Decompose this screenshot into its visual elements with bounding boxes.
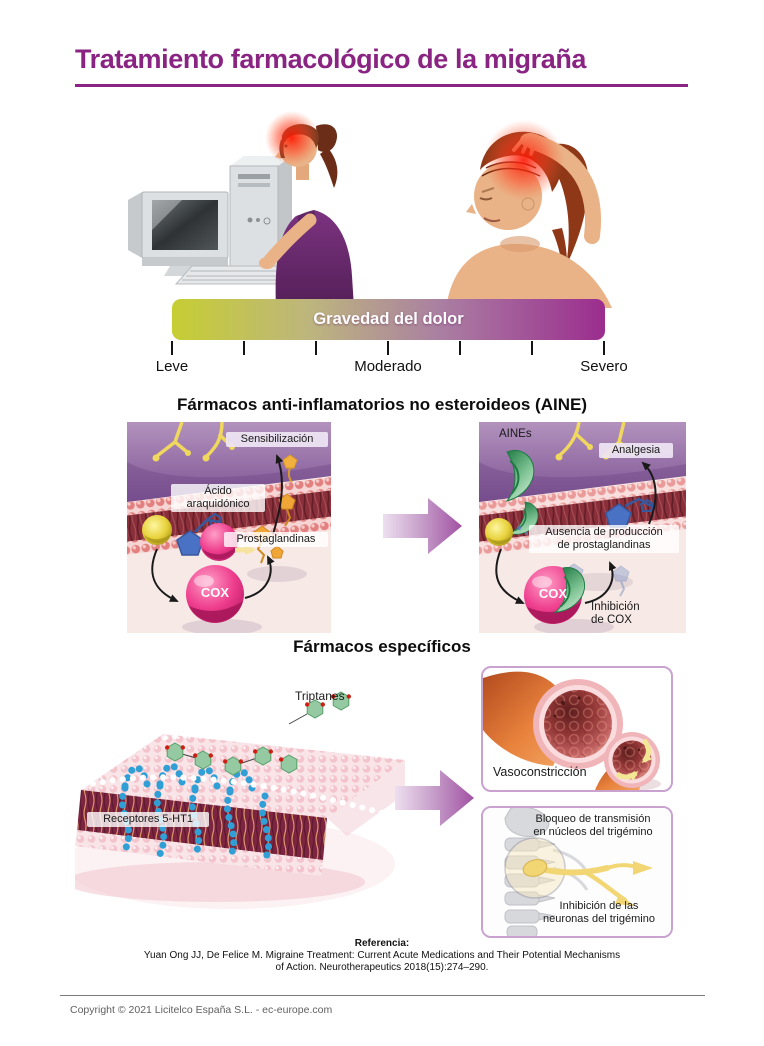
reference-line1: Yuan Ong JJ, De Felice M. Migraine Treat… bbox=[143, 950, 621, 961]
reference-line2: of Action. Neurotherapeutics 2018(15):27… bbox=[275, 962, 489, 973]
membrane-bottom-heads bbox=[75, 830, 323, 876]
cell-membrane-before-illustration bbox=[127, 422, 331, 633]
phospholipid-molecule bbox=[485, 518, 513, 546]
scale-label-moderado: Moderado bbox=[354, 358, 422, 375]
migraine-hero-illustration bbox=[128, 111, 612, 308]
trigeminal-block-label: Bloqueo de transmisión en núcleos del tr… bbox=[533, 813, 653, 838]
scale-tick bbox=[387, 341, 389, 355]
page-title: Tratamiento farmacológico de la migraña bbox=[75, 44, 688, 87]
reference-block: Referencia: Yuan Ong JJ, De Felice M. Mi… bbox=[0, 938, 764, 974]
surface-bead-strings bbox=[80, 730, 405, 819]
sensitization-label: Sensibilización bbox=[226, 432, 328, 447]
scale-tick bbox=[171, 341, 173, 355]
constriction-arrows bbox=[615, 738, 653, 781]
trigeminal-nerve bbox=[522, 859, 653, 906]
cox-label: COX bbox=[538, 586, 568, 601]
aine-mechanism-after-panel: AINEs Analgesia Ausencia de producción d… bbox=[479, 422, 686, 633]
vasoconstriction-panel: Vasoconstricción bbox=[481, 666, 673, 792]
reference-heading: Referencia: bbox=[354, 938, 410, 949]
triptans-label: Triptanes bbox=[295, 689, 345, 703]
membrane-receptor-illustration bbox=[75, 691, 405, 909]
scale-tick bbox=[531, 341, 533, 355]
scale-label-leve: Leve bbox=[155, 358, 189, 375]
footer-divider bbox=[60, 995, 705, 996]
aine-section-heading: Fármacos anti-inflamatorios no esteroide… bbox=[177, 395, 587, 414]
cox-sphere bbox=[186, 565, 244, 623]
vasoconstriction-label: Vasoconstricción bbox=[493, 765, 587, 779]
arachidonic-acid-molecule bbox=[176, 512, 223, 556]
triptans-receptor-panel: Triptanes Receptores 5-HT1 bbox=[75, 664, 405, 916]
phospholipid-molecule bbox=[142, 515, 172, 545]
woman-headache-illustration bbox=[446, 120, 612, 308]
pain-severity-label: Gravedad del dolor bbox=[313, 310, 464, 328]
transition-arrow bbox=[383, 498, 462, 554]
sensitizing-prostaglandin bbox=[282, 454, 298, 483]
woman-at-computer-illustration bbox=[259, 111, 354, 308]
scale-tick bbox=[603, 341, 605, 355]
aine-leaf-on-cox bbox=[553, 567, 585, 613]
transition-arrow bbox=[395, 770, 474, 826]
process-arrows bbox=[151, 454, 284, 602]
triptan-molecules bbox=[165, 691, 351, 776]
trigeminal-nerve-illustration bbox=[483, 808, 671, 936]
receptors-label: Receptores 5-HT1 bbox=[87, 812, 209, 827]
copyright-text: Copyright © 2021 Licitelco España S.L. -… bbox=[70, 1004, 333, 1016]
prostaglandins-label: Prostaglandinas bbox=[224, 532, 328, 547]
no-prostaglandin-label: Ausencia de producción de prostaglandina… bbox=[529, 525, 679, 553]
arachidonic-acid-label: Ácido araquidónico bbox=[171, 484, 265, 512]
scale-tick bbox=[315, 341, 317, 355]
process-arrows bbox=[495, 461, 657, 604]
cox-label: COX bbox=[200, 585, 230, 600]
specific-section-heading: Fármacos específicos bbox=[293, 637, 471, 656]
cox-inhibition-label: Inhibición de COX bbox=[591, 601, 640, 626]
trigeminal-panel: Bloqueo de transmisión en núcleos del tr… bbox=[481, 806, 673, 938]
aines-label: AINEs bbox=[499, 428, 532, 440]
blood-vessels-illustration bbox=[483, 671, 661, 790]
aine-leaf-large bbox=[505, 450, 535, 502]
aine-mechanism-before-panel: Sensibilización Ácido araquidónico Prost… bbox=[127, 422, 331, 633]
scale-tick bbox=[459, 341, 461, 355]
analgesia-label: Analgesia bbox=[599, 443, 673, 458]
scale-label-severo: Severo bbox=[580, 358, 628, 375]
pain-severity-bar: Gravedad del dolor bbox=[172, 299, 605, 340]
trigeminal-inhibition-label: Inhibición de las neuronas del trigémino bbox=[543, 900, 655, 925]
scale-tick bbox=[243, 341, 245, 355]
